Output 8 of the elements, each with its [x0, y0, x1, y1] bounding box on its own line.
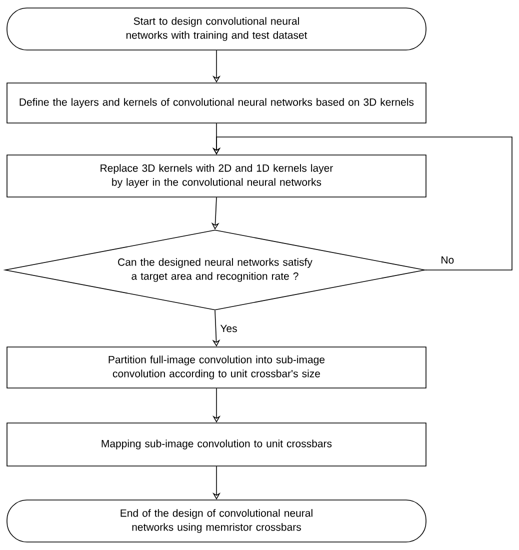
process-box: Replace 3D kernels with 2D and 1D kernels layer by layer in the convolutional neural networks	[6, 154, 426, 198]
process-box: Mapping sub-image convolution to unit crossbars	[6, 422, 426, 466]
edge-label: Yes	[219, 324, 238, 334]
process-box: Define the layers and kernels of convolutional neural networks based on 3D kernels	[6, 82, 426, 124]
edge-label: No	[440, 255, 456, 265]
process-box: Partition full-image convolution into sub-image convolution according to unit crossbar's size	[6, 346, 426, 388]
terminal-box: End of the design of convolutional neural networks using memristor crossbars	[6, 500, 426, 542]
terminal-box: Start to design convolutional neural networks with training and test dataset	[6, 8, 426, 50]
